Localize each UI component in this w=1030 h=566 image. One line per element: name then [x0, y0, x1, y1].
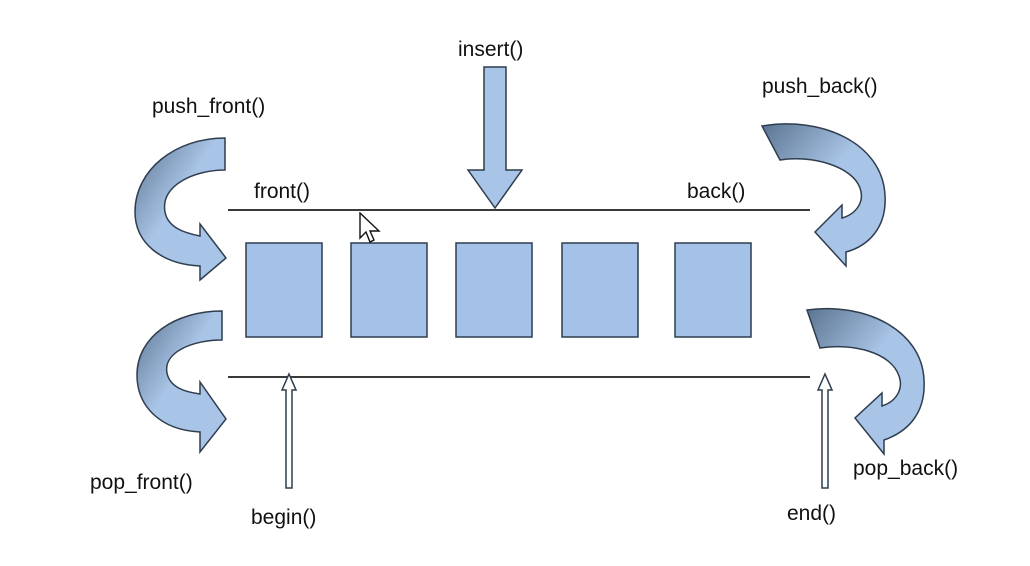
push-back-arrow — [760, 123, 886, 268]
end-arrow — [816, 372, 834, 489]
pop-front-label: pop_front() — [90, 471, 193, 494]
pop-back-label: pop_back() — [853, 457, 958, 480]
begin-arrow — [280, 372, 298, 489]
pop-front-arrow — [136, 310, 227, 455]
back-label: back() — [687, 180, 745, 203]
element-box — [674, 242, 752, 338]
insert-arrow — [466, 66, 524, 210]
front-label: front() — [254, 180, 310, 203]
element-box — [350, 242, 428, 338]
push-front-label: push_front() — [152, 95, 265, 118]
element-box — [561, 242, 639, 338]
element-box — [455, 242, 533, 338]
pop-back-arrow — [805, 307, 925, 457]
push-front-arrow — [134, 137, 228, 282]
insert-label: insert() — [458, 38, 523, 61]
begin-label: begin() — [251, 506, 316, 529]
element-boxes — [245, 242, 752, 338]
mouse-cursor-icon — [359, 212, 381, 243]
element-box — [245, 242, 323, 338]
push-back-label: push_back() — [762, 75, 878, 98]
end-label: end() — [787, 502, 836, 525]
